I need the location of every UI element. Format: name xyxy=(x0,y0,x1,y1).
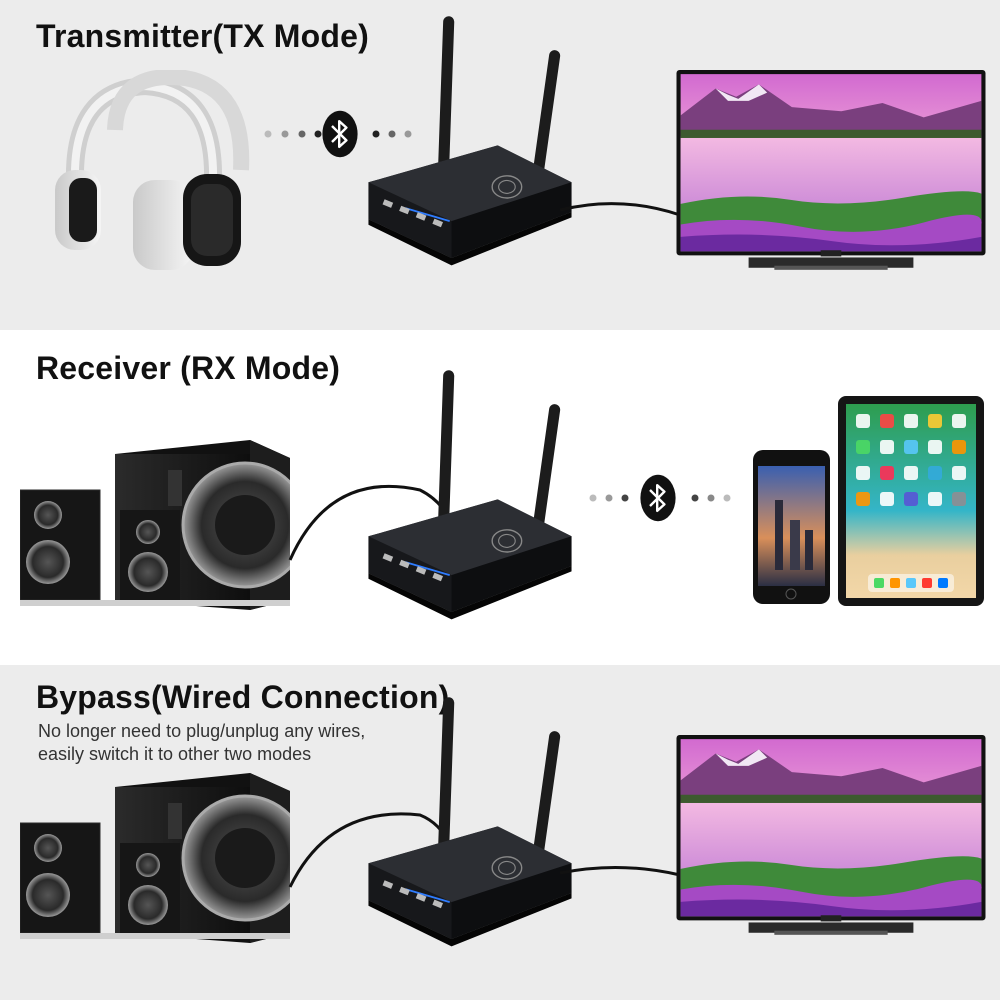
receiver-illustration xyxy=(20,369,984,621)
panel-subtitle-line1: No longer need to plug/unplug any wires, xyxy=(38,721,366,741)
bluetooth-icon xyxy=(320,109,360,159)
tv-icon xyxy=(676,70,986,270)
tv-icon xyxy=(676,735,986,935)
speaker-icon xyxy=(20,773,290,943)
transmitter-panel: Transmitter(TX Mode) xyxy=(0,0,1000,330)
bluetooth-transceiver-device xyxy=(367,369,573,621)
panel-title: Bypass(Wired Connection) xyxy=(36,679,450,715)
bypass-illustration xyxy=(20,696,986,948)
transmitter-illustration xyxy=(0,15,986,330)
panel-title: Transmitter(TX Mode) xyxy=(36,18,369,54)
signal-dots-left xyxy=(264,130,322,138)
speaker-icon xyxy=(20,440,290,610)
signal-dots-left xyxy=(589,494,629,502)
bluetooth-transceiver-device xyxy=(367,696,573,948)
signal-dots-right xyxy=(372,130,412,138)
receiver-panel: Receiver (RX Mode) xyxy=(0,330,1000,665)
bypass-panel: Bypass(Wired Connection) No longer need … xyxy=(0,665,1000,1000)
headphones-icon xyxy=(55,77,241,270)
audio-cable xyxy=(559,202,681,217)
panel-subtitle-line2: easily switch it to other two modes xyxy=(38,744,312,764)
bluetooth-transceiver-device xyxy=(367,15,573,267)
tablet-icon xyxy=(838,396,984,606)
panel-title: Receiver (RX Mode) xyxy=(36,350,341,386)
bluetooth-icon xyxy=(638,473,678,523)
smartphone-icon xyxy=(753,450,830,604)
audio-cable xyxy=(559,866,681,877)
signal-dots-right xyxy=(691,494,731,502)
